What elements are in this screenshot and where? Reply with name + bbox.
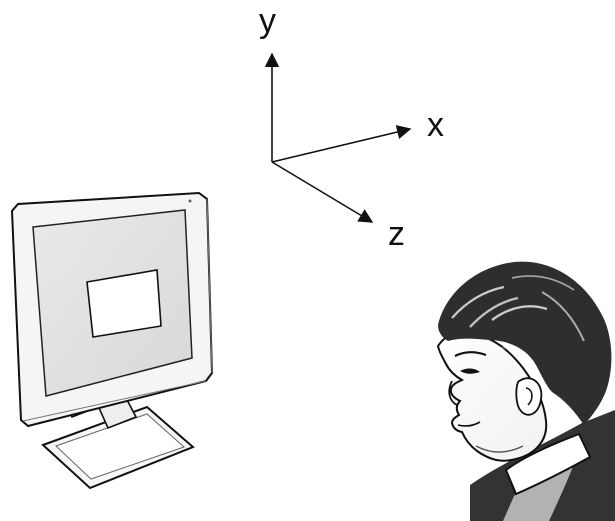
- z-axis-label: z: [388, 215, 405, 253]
- x-axis-arrow: [272, 129, 410, 162]
- viewer-head-icon: [438, 262, 615, 521]
- y-axis-label: y: [259, 2, 276, 40]
- viewer-ear: [516, 378, 541, 415]
- x-axis-label: x: [427, 106, 444, 144]
- monitor-icon: [12, 193, 212, 488]
- power-button-icon: [189, 200, 192, 203]
- z-axis-arrow: [272, 162, 372, 222]
- coordinate-axes: y x z: [259, 2, 444, 253]
- monitor-window: [87, 270, 161, 337]
